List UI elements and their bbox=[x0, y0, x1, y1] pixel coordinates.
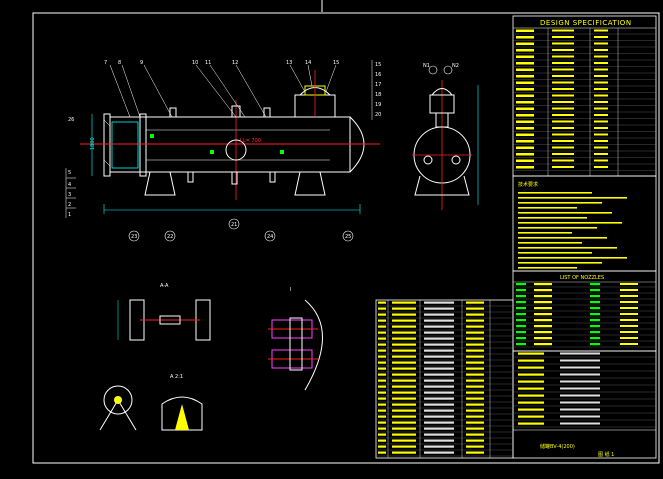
nozzle-list-title: LIST OF NOZZLES bbox=[560, 275, 604, 281]
liquid-level-label: LL= 700 bbox=[240, 138, 261, 144]
right-callout-column: 15 16 17 18 19 20 bbox=[371, 60, 381, 120]
detail-c[interactable]: A 2:1 bbox=[99, 374, 203, 431]
saddle-left bbox=[144, 171, 176, 196]
end-view-tag-n1: N1 bbox=[423, 63, 430, 69]
table-fill bbox=[376, 29, 656, 457]
svg-text:19: 19 bbox=[375, 102, 381, 108]
drawing-frame bbox=[32, 12, 660, 464]
title-block[interactable]: 储罐BV-4(200) 图 纸 1 bbox=[512, 350, 657, 459]
callout-13: 13 bbox=[286, 60, 292, 66]
svg-text:25: 25 bbox=[345, 234, 351, 240]
svg-text:A-A: A-A bbox=[160, 283, 169, 289]
svg-text:5: 5 bbox=[68, 170, 71, 176]
main-vessel-view[interactable]: 1800 LL= 700 7 8 9 10 11 12 13 14 15 15 … bbox=[65, 60, 381, 242]
channel-box bbox=[111, 121, 139, 169]
callout-15: 15 bbox=[333, 60, 339, 66]
detail-a-a[interactable]: A-A bbox=[117, 283, 211, 341]
detail-i[interactable]: I bbox=[268, 287, 323, 391]
manway bbox=[225, 139, 247, 161]
svg-text:22: 22 bbox=[167, 234, 173, 240]
callout-9: 9 bbox=[140, 60, 143, 66]
left-callout-column: 26 5 4 3 2 1 bbox=[65, 117, 76, 218]
svg-text:2: 2 bbox=[68, 202, 71, 208]
tube-sheet bbox=[139, 113, 147, 177]
callout-11: 11 bbox=[205, 60, 211, 66]
callout-14: 14 bbox=[305, 60, 311, 66]
design-spec-table[interactable]: DESIGN SPECIFICATION bbox=[512, 15, 657, 177]
svg-text:16: 16 bbox=[375, 72, 381, 78]
left-dimension-label: 1800 bbox=[90, 137, 96, 150]
svg-text:A 2:1: A 2:1 bbox=[170, 374, 183, 380]
svg-text:4: 4 bbox=[68, 182, 71, 188]
design-spec-title: DESIGN SPECIFICATION bbox=[540, 19, 632, 27]
svg-text:3: 3 bbox=[68, 192, 71, 198]
end-view[interactable]: N1 N2 bbox=[412, 63, 479, 210]
callout-10: 10 bbox=[192, 60, 198, 66]
callout-7: 7 bbox=[104, 60, 107, 66]
sheet-label: 图 纸 1 bbox=[598, 451, 614, 458]
left-flange bbox=[103, 113, 111, 177]
svg-text:23: 23 bbox=[131, 234, 137, 240]
svg-text:20: 20 bbox=[375, 112, 381, 118]
svg-text:I: I bbox=[290, 287, 291, 293]
svg-text:17: 17 bbox=[375, 82, 381, 88]
svg-text:24: 24 bbox=[267, 234, 273, 240]
callout-12: 12 bbox=[232, 60, 238, 66]
saddle-right bbox=[294, 171, 326, 196]
svg-text:1: 1 bbox=[68, 212, 71, 218]
svg-text:15: 15 bbox=[375, 62, 381, 68]
svg-text:技术要求: 技术要求 bbox=[518, 181, 538, 188]
end-view-tag-n2: N2 bbox=[452, 63, 459, 69]
svg-text:18: 18 bbox=[375, 92, 381, 98]
drawing-name: 储罐BV-4(200) bbox=[540, 443, 575, 450]
svg-text:21: 21 bbox=[231, 222, 237, 228]
bottom-callouts: 23 22 21 24 25 bbox=[128, 218, 354, 242]
callout-8: 8 bbox=[118, 60, 121, 66]
svg-text:26: 26 bbox=[68, 117, 74, 123]
